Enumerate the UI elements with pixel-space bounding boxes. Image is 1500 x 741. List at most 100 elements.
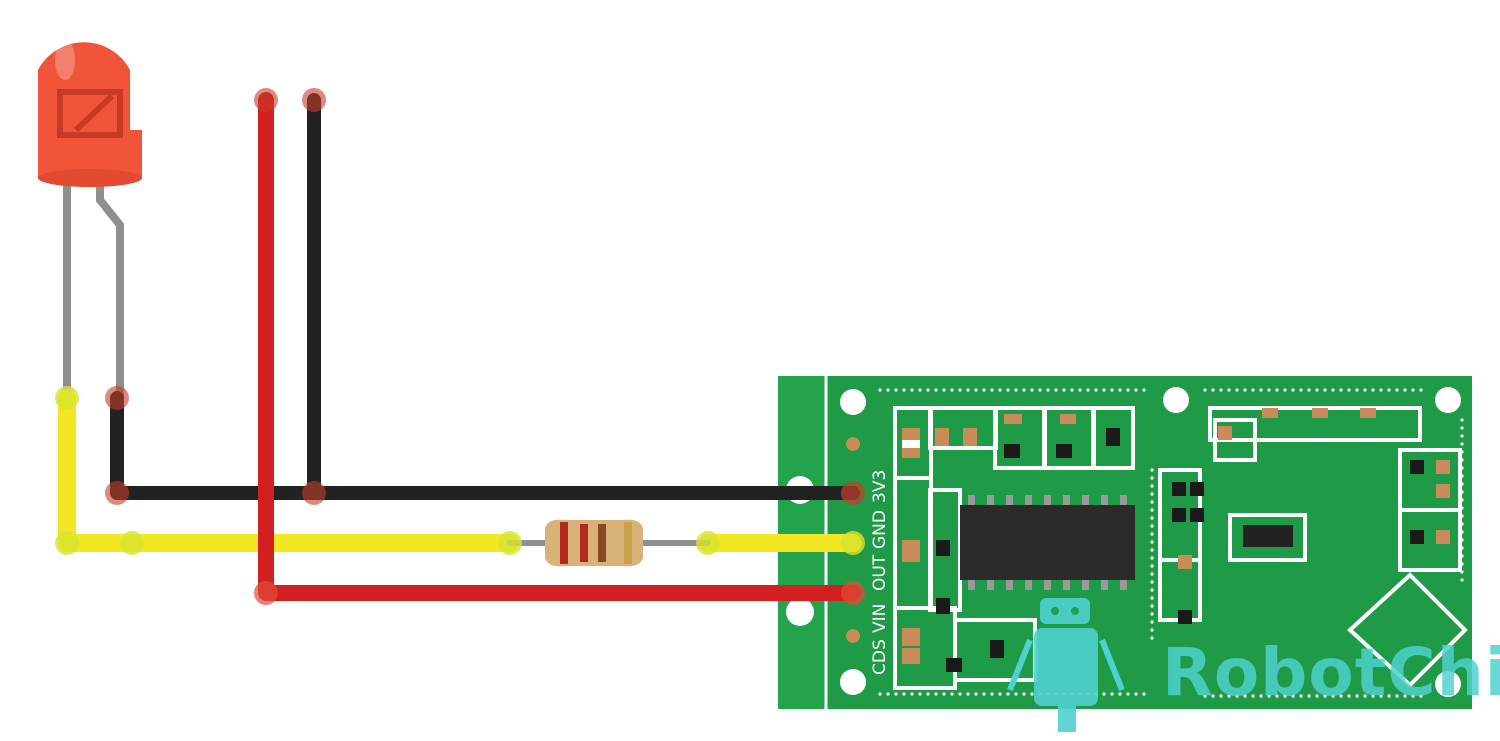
ic-pin xyxy=(1025,495,1032,505)
via-dot xyxy=(1371,694,1375,698)
via-dot xyxy=(1323,388,1327,392)
via-dot xyxy=(1307,388,1311,392)
via-dot xyxy=(1331,694,1335,698)
via-dot xyxy=(894,388,898,392)
via-dot xyxy=(918,388,922,392)
ic-pin xyxy=(1025,580,1032,590)
via-dot xyxy=(1006,388,1010,392)
via-dot xyxy=(1363,388,1367,392)
via-dot xyxy=(1275,694,1279,698)
via-dot xyxy=(950,692,954,696)
pin-label-vin: VIN xyxy=(870,604,890,633)
via-dot xyxy=(1355,694,1359,698)
via-dot xyxy=(1379,388,1383,392)
via-dot xyxy=(1315,388,1319,392)
wire-joints xyxy=(55,88,865,605)
via-dot xyxy=(958,692,962,696)
ic-pin xyxy=(1044,495,1051,505)
via-dot xyxy=(950,388,954,392)
via-dot xyxy=(990,388,994,392)
via-dot xyxy=(1030,388,1034,392)
via-dot xyxy=(1150,604,1154,608)
via-dot xyxy=(1419,388,1423,392)
pin-label-3v3: 3V3 xyxy=(870,470,890,503)
via-dot xyxy=(1355,388,1359,392)
via-dot xyxy=(1211,694,1215,698)
ic-pin xyxy=(1044,580,1051,590)
via-dot xyxy=(934,388,938,392)
via-dot xyxy=(990,692,994,696)
via-dot xyxy=(1150,628,1154,632)
via-dot xyxy=(1379,694,1383,698)
via-dot xyxy=(1460,426,1464,430)
via-dot xyxy=(1134,388,1138,392)
via-dot xyxy=(1030,692,1034,696)
ic-pin xyxy=(1063,495,1070,505)
pin-label-gnd: GND xyxy=(870,510,890,549)
via-dot xyxy=(1403,694,1407,698)
via-dot xyxy=(1142,388,1146,392)
via-dot xyxy=(894,692,898,696)
smd-components xyxy=(902,408,1450,672)
via-dot xyxy=(1150,572,1154,576)
via-dot xyxy=(1460,578,1464,582)
via-dot xyxy=(1150,580,1154,584)
via-dot xyxy=(1150,596,1154,600)
wire-red-supply xyxy=(258,92,861,601)
ic-pin xyxy=(1101,580,1108,590)
via-dot xyxy=(1102,692,1106,696)
via-dot xyxy=(1347,694,1351,698)
pin-label-cds: CDS xyxy=(870,639,890,675)
via-dot xyxy=(1299,388,1303,392)
via-dot xyxy=(1219,388,1223,392)
via-dot xyxy=(1403,388,1407,392)
via-dot xyxy=(966,692,970,696)
ic-pin xyxy=(968,580,975,590)
via-dot xyxy=(1291,388,1295,392)
via-dot xyxy=(878,692,882,696)
via-dot xyxy=(1267,388,1271,392)
via-dot xyxy=(1331,388,1335,392)
wires xyxy=(58,92,862,601)
ic-pin xyxy=(1006,495,1013,505)
via-dot xyxy=(1150,548,1154,552)
via-dot xyxy=(886,692,890,696)
via-dot xyxy=(1283,694,1287,698)
ic-pin xyxy=(1101,495,1108,505)
ic-pin xyxy=(987,580,994,590)
via-dot xyxy=(1150,492,1154,496)
via-dot xyxy=(1006,692,1010,696)
via-dot xyxy=(1150,508,1154,512)
via-dot xyxy=(934,692,938,696)
via-dot xyxy=(1411,388,1415,392)
via-dot xyxy=(1203,694,1207,698)
via-dot xyxy=(998,692,1002,696)
via-dot xyxy=(1219,694,1223,698)
via-dot xyxy=(1235,388,1239,392)
via-dot xyxy=(1227,694,1231,698)
via-dot xyxy=(1150,588,1154,592)
resistor-icon xyxy=(545,519,643,567)
via-dot xyxy=(1118,692,1122,696)
via-dot xyxy=(926,388,930,392)
watermark: RobotChip xyxy=(1007,598,1500,732)
via-dot xyxy=(1371,388,1375,392)
via-dot xyxy=(1227,388,1231,392)
via-dot xyxy=(1134,692,1138,696)
radar-sensor-board: CDS VIN OUT GND 3V3 xyxy=(778,376,1472,709)
via-dot xyxy=(926,692,930,696)
via-dot xyxy=(1259,388,1263,392)
via-dot xyxy=(1070,388,1074,392)
wire-black-led xyxy=(110,391,860,500)
ic-chip xyxy=(960,495,1135,590)
via-dot xyxy=(1259,694,1263,698)
via-dot xyxy=(1150,468,1154,472)
via-dot xyxy=(1086,388,1090,392)
via-dot xyxy=(942,692,946,696)
via-dot xyxy=(1460,418,1464,422)
via-dot xyxy=(902,692,906,696)
via-dot xyxy=(1150,500,1154,504)
via-dot xyxy=(1211,388,1215,392)
via-dot xyxy=(1078,388,1082,392)
via-dot xyxy=(1363,694,1367,698)
